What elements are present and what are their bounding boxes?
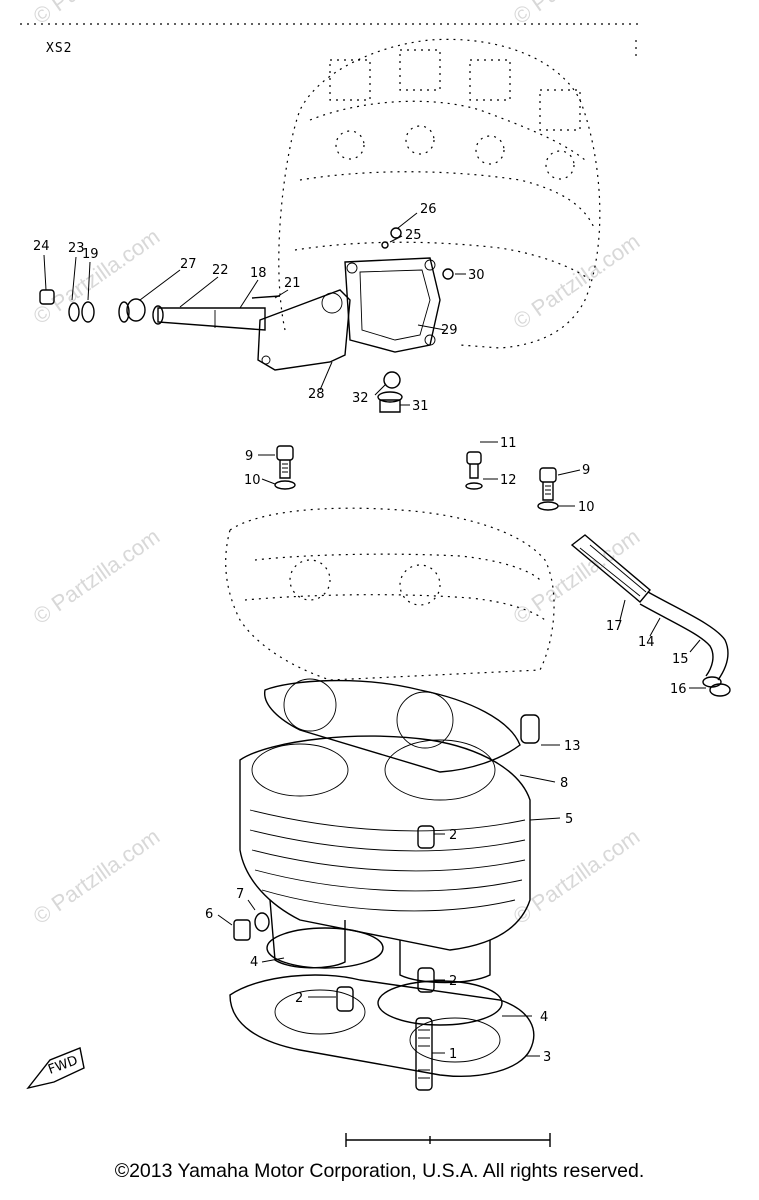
callout-12: 12 [500,473,517,488]
callout-18: 18 [250,266,267,281]
callout-2-left: 2 [295,991,303,1006]
cylinder-head-lower [225,507,555,681]
callout-9-right: 9 [582,463,590,478]
callout-8: 8 [560,776,568,791]
callout-1: 1 [449,1047,457,1062]
callout-32: 32 [352,391,369,406]
callout-9-left: 9 [245,449,253,464]
callout-11: 11 [500,436,517,451]
callout-31: 31 [412,399,429,414]
callout-21: 21 [284,276,301,291]
callout-14: 14 [638,635,655,650]
watermarks: © Partzilla.com © Partzilla.com © Partzi… [29,0,645,929]
callout-4-right: 4 [540,1010,548,1025]
breather-assembly [39,227,454,413]
watermark: © Partzilla.com [509,229,645,335]
callout-2-middle: 2 [449,974,457,989]
callout-28: 28 [308,387,325,402]
callout-22: 22 [212,263,229,278]
watermark: © Partzilla.com [29,0,165,29]
watermark: © Partzilla.com [29,524,165,630]
leader-lines [43,212,706,1057]
watermark: © Partzilla.com [29,824,165,930]
callout-15: 15 [672,652,689,667]
callout-3: 3 [543,1050,551,1065]
callout-5: 5 [565,812,573,827]
callout-6: 6 [205,907,213,922]
callout-2-upper: 2 [449,828,457,843]
watermark: © Partzilla.com [509,824,645,930]
watermark: © Partzilla.com [509,524,645,630]
scale-bar [345,1133,551,1147]
cylinder-gasket [264,678,540,773]
callout-26: 26 [420,202,437,217]
callout-13: 13 [564,739,581,754]
cylinder-head [278,38,601,349]
model-code: XS2 [46,41,72,56]
callout-16: 16 [670,682,687,697]
callout-23: 23 [68,241,85,256]
callout-24: 24 [33,239,50,254]
copyright-notice: ©2013 Yamaha Motor Corporation, U.S.A. A… [114,1160,645,1182]
callout-7: 7 [236,887,244,902]
callout-19: 19 [82,247,99,262]
callout-4-left: 4 [250,955,258,970]
breather-hose [570,534,731,697]
watermark: © Partzilla.com [509,0,645,29]
callout-25: 25 [405,228,422,243]
callout-17: 17 [606,619,623,634]
callout-27: 27 [180,257,197,272]
base-gasket [229,974,535,1091]
fwd-label: FWD [46,1053,80,1077]
exploded-parts-diagram: © Partzilla.com © Partzilla.com © Partzi… [20,0,731,1147]
callout-10-right: 10 [578,500,595,515]
head-bolts [274,445,559,511]
o-rings-dowels [233,912,503,1026]
callouts: 24 23 19 27 22 18 21 26 25 30 29 28 32 3… [33,202,689,1065]
callout-29: 29 [441,323,458,338]
callout-10-left: 10 [244,473,261,488]
fwd-arrow: FWD [26,1047,85,1090]
cylinder-block [239,735,531,984]
callout-30: 30 [468,268,485,283]
